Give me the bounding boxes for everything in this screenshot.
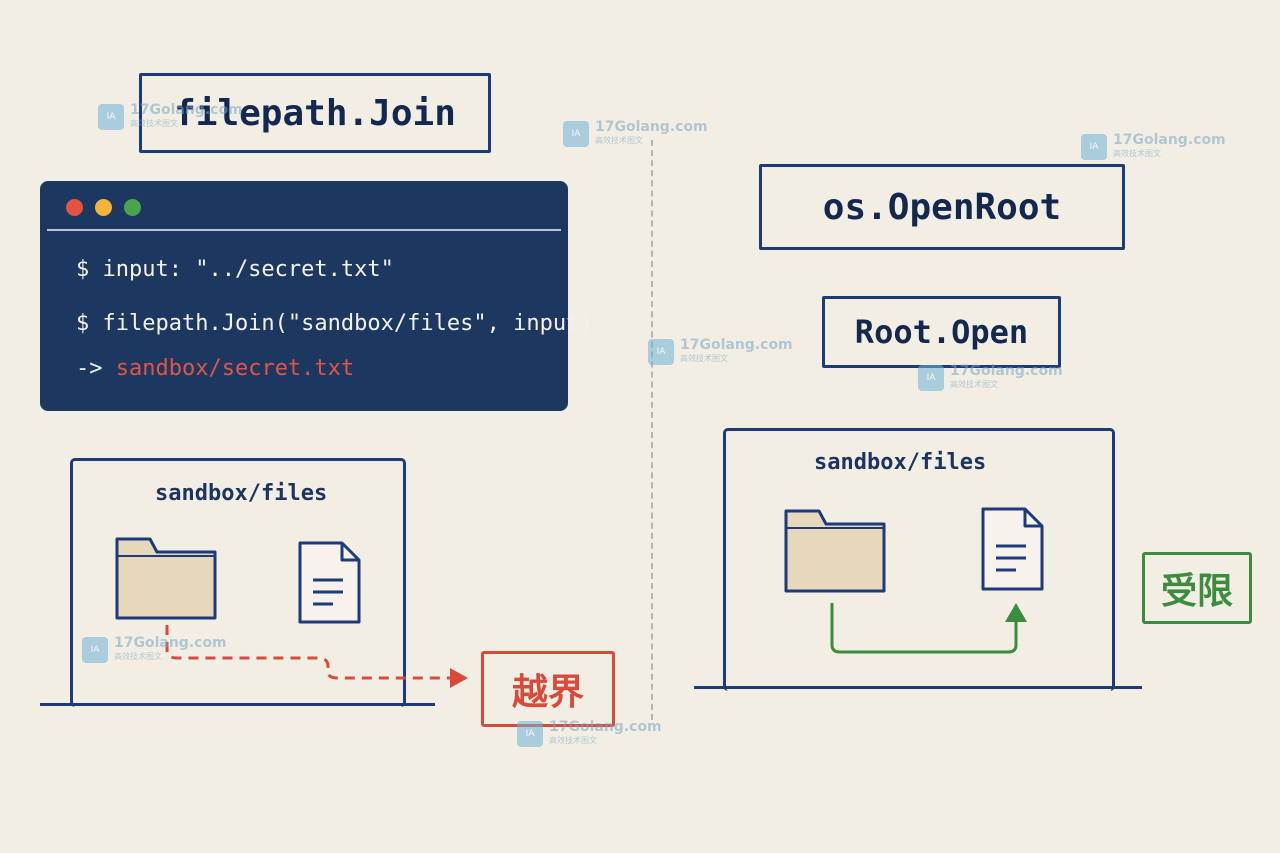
watermark-subtext: 高效技术图文 — [595, 136, 643, 145]
os-openroot-title: os.OpenRoot — [759, 164, 1125, 250]
watermark-text: 17Golang.com — [1113, 132, 1226, 148]
restricted-tag: 受限 — [1142, 552, 1252, 624]
left-document-icon — [298, 541, 361, 624]
left-sandbox-box — [70, 458, 406, 707]
watermark-text: 17Golang.com — [595, 119, 708, 135]
watermark-subtext: 高效技术图文 — [114, 652, 162, 661]
watermark-logo-icon: IA — [82, 637, 108, 663]
right-folder-icon — [784, 509, 886, 593]
watermark-subtext: 高效技术图文 — [1113, 149, 1161, 158]
maximize-dot-icon — [124, 199, 141, 216]
center-divider — [651, 140, 653, 720]
left-sandbox-label: sandbox/files — [155, 481, 328, 506]
escape-arrow — [165, 625, 452, 680]
arrow-prefix: -> — [76, 356, 103, 381]
contained-arrow — [830, 603, 1018, 654]
watermark-subtext: 高效技术图文 — [130, 119, 178, 128]
watermark-subtext: 高效技术图文 — [680, 354, 728, 363]
left-ground-line — [40, 703, 435, 706]
minimize-dot-icon — [95, 199, 112, 216]
escape-arrowhead-icon — [450, 668, 468, 688]
right-sandbox-label: sandbox/files — [814, 450, 987, 475]
right-sandbox-box — [723, 428, 1115, 691]
close-dot-icon — [66, 199, 83, 216]
watermark-logo-icon: IA — [1081, 134, 1107, 160]
watermark-logo-icon: IA — [563, 121, 589, 147]
contained-arrowhead-icon — [1005, 603, 1027, 622]
out-of-bounds-tag: 越界 — [481, 651, 615, 727]
watermark-text: 17Golang.com — [950, 363, 1063, 379]
terminal-line-join: $ filepath.Join("sandbox/files", input) — [76, 311, 593, 336]
root-open-title: Root.Open — [822, 296, 1061, 368]
left-folder-icon — [115, 537, 217, 620]
right-document-icon — [981, 507, 1044, 591]
filepath-join-title: filepath.Join — [139, 73, 491, 153]
watermark-text: 17Golang.com — [114, 635, 227, 651]
watermark-text: 17Golang.com — [549, 719, 662, 735]
right-ground-line — [694, 686, 1142, 689]
output-path: sandbox/secret.txt — [115, 356, 355, 381]
watermark-text: 17Golang.com — [130, 102, 243, 118]
watermark-text: 17Golang.com — [680, 337, 793, 353]
watermark-logo-icon: IA — [648, 339, 674, 365]
terminal-line-output: -> sandbox/secret.txt — [76, 356, 354, 381]
terminal-window: $ input: "../secret.txt" $ filepath.Join… — [40, 181, 593, 411]
terminal-line-input: $ input: "../secret.txt" — [76, 257, 394, 282]
watermark-logo-icon: IA — [98, 104, 124, 130]
watermark-logo-icon: IA — [918, 365, 944, 391]
terminal-separator — [47, 229, 561, 231]
watermark-logo-icon: IA — [517, 721, 543, 747]
watermark-subtext: 高效技术图文 — [950, 380, 998, 389]
watermark-subtext: 高效技术图文 — [549, 736, 597, 745]
